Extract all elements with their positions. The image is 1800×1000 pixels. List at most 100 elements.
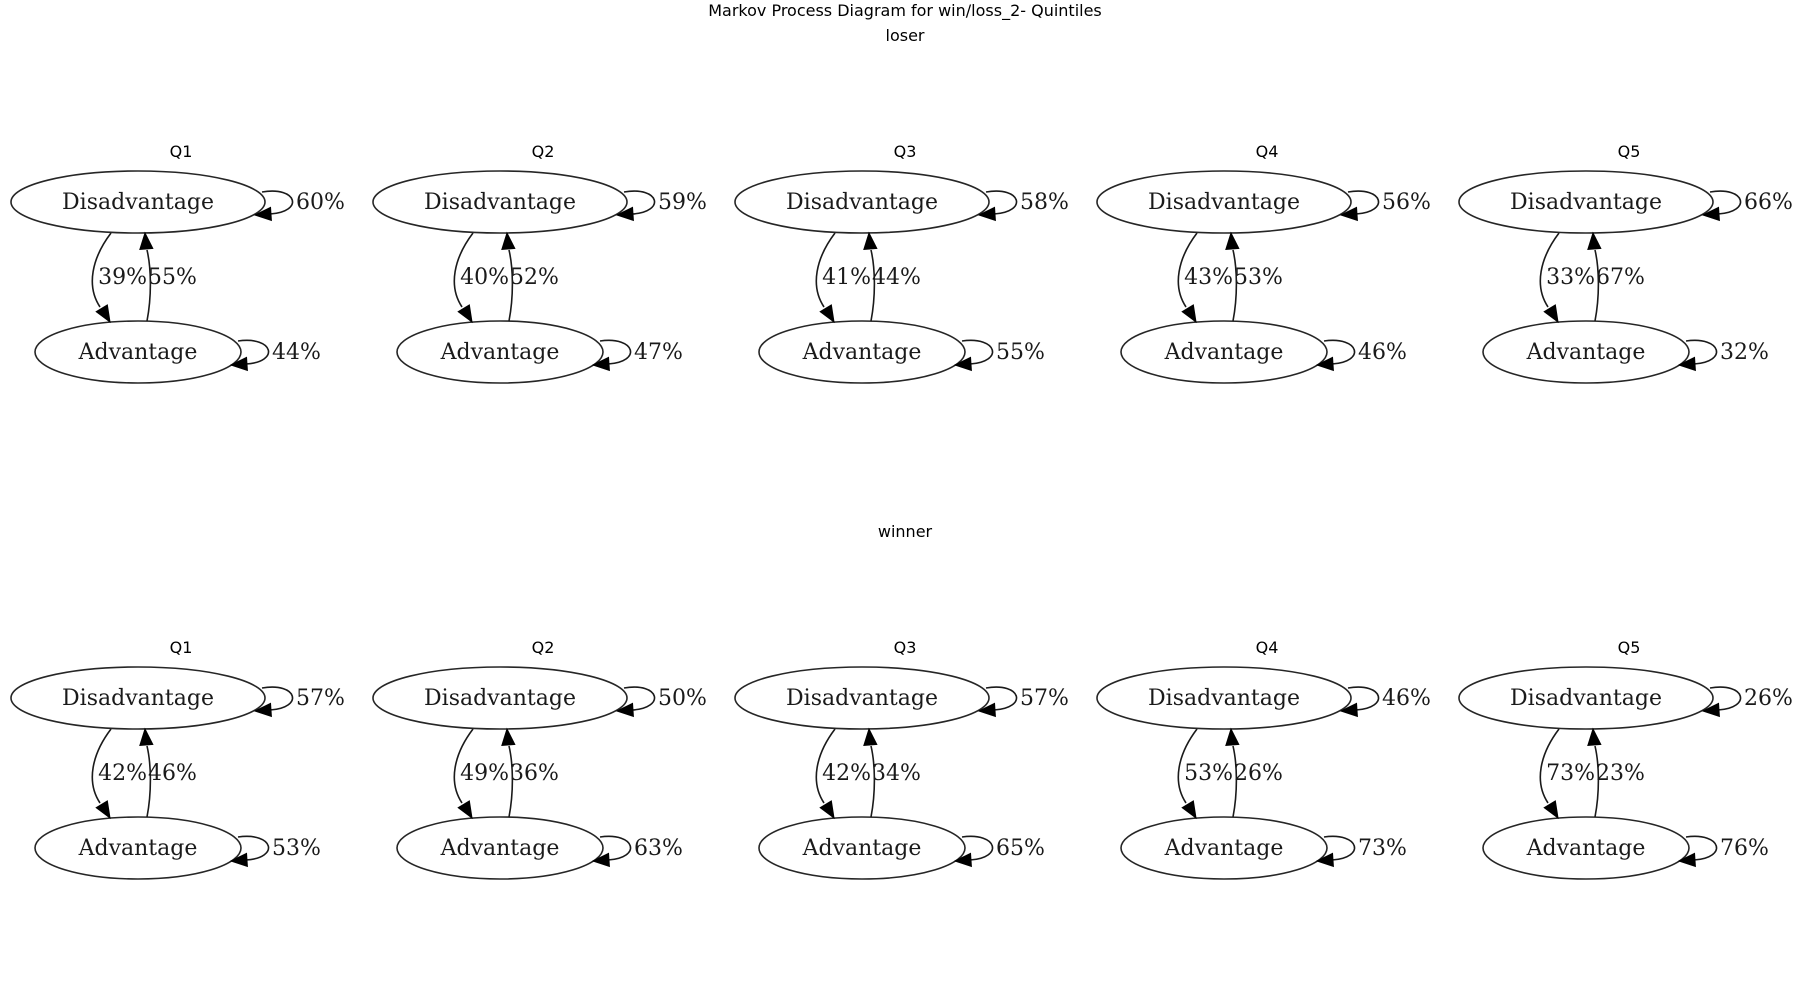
edge-label-disadvantage-to-advantage: 41% [822,265,871,290]
group-loser: loserQ1DisadvantageAdvantage60%39%55%44%… [10,26,1793,384]
edge-advantage-self-loop-arrowhead [591,356,610,372]
edge-label-disadvantage-to-advantage: 43% [1184,265,1233,290]
edge-label-advantage-to-disadvantage: 53% [1234,265,1283,290]
edge-disadvantage-self-loop-arrowhead [977,206,996,222]
edge-advantage-to-disadvantage-arrowhead [1587,727,1602,747]
edge-label-disadvantage-to-advantage: 73% [1546,761,1595,786]
edge-label-disadvantage-to-disadvantage: 58% [1020,190,1069,215]
edge-disadvantage-to-advantage [91,232,112,308]
edge-advantage-self-loop [961,835,994,861]
disadvantage-node-shape [10,666,266,730]
disadvantage-node-shape [10,170,266,234]
edge-label-advantage-to-disadvantage: 44% [872,265,921,290]
edge-label-disadvantage-to-advantage: 40% [460,265,509,290]
advantage-node: Advantage [758,320,966,384]
advantage-node-label: Advantage [78,340,198,365]
edge-disadvantage-self-loop-arrowhead [1339,702,1358,718]
quintile-label: Q4 [1256,638,1279,657]
advantage-node-shape [1120,320,1328,384]
edge-label-advantage-to-advantage: 46% [1358,340,1407,365]
edge-disadvantage-to-advantage [91,728,112,804]
advantage-node-shape [396,320,604,384]
disadvantage-node-shape [734,666,990,730]
edge-disadvantage-self-loop-arrowhead [1701,702,1720,718]
edge-disadvantage-to-advantage-arrowhead [819,304,835,324]
edge-disadvantage-to-advantage [1177,728,1198,804]
edge-advantage-self-loop-arrowhead [1677,852,1696,868]
edge-label-disadvantage-to-disadvantage: 60% [296,190,345,215]
quintile-label: Q4 [1256,142,1279,161]
edge-advantage-to-disadvantage-arrowhead [139,231,154,251]
advantage-node-label: Advantage [1164,340,1284,365]
edge-label-advantage-to-disadvantage: 52% [510,265,559,290]
advantage-node-label: Advantage [1526,340,1646,365]
disadvantage-node-label: Disadvantage [62,190,214,215]
disadvantage-node-label: Disadvantage [1148,686,1300,711]
edge-advantage-to-disadvantage [508,249,514,322]
edge-advantage-self-loop-arrowhead [591,852,610,868]
advantage-node: Advantage [396,816,604,880]
disadvantage-node: Disadvantage [10,666,266,730]
edge-label-disadvantage-to-advantage: 49% [460,761,509,786]
edge-label-advantage-to-disadvantage: 67% [1596,265,1645,290]
edge-label-advantage-to-disadvantage: 34% [872,761,921,786]
edge-disadvantage-self-loop-arrowhead [1701,206,1720,222]
edge-label-disadvantage-to-disadvantage: 46% [1382,686,1431,711]
edge-label-disadvantage-to-disadvantage: 56% [1382,190,1431,215]
edge-label-advantage-to-disadvantage: 55% [148,265,197,290]
advantage-node-shape [396,816,604,880]
edge-advantage-self-loop [961,339,994,365]
advantage-node-label: Advantage [1526,836,1646,861]
disadvantage-node: Disadvantage [372,170,628,234]
advantage-node: Advantage [34,320,242,384]
disadvantage-node: Disadvantage [734,170,990,234]
edge-advantage-to-disadvantage [1594,745,1600,818]
edge-label-disadvantage-to-disadvantage: 59% [658,190,707,215]
edge-label-disadvantage-to-advantage: 53% [1184,761,1233,786]
edge-disadvantage-self-loop-arrowhead [615,702,634,718]
edge-disadvantage-to-advantage-arrowhead [457,800,473,820]
groups-layer: loserQ1DisadvantageAdvantage60%39%55%44%… [10,26,1793,880]
edge-disadvantage-to-advantage [453,232,474,308]
edge-advantage-to-disadvantage [146,745,152,818]
disadvantage-node: Disadvantage [10,170,266,234]
advantage-node-shape [1482,320,1690,384]
advantage-node-shape [758,816,966,880]
advantage-node-shape [1482,816,1690,880]
disadvantage-node: Disadvantage [1096,666,1352,730]
quintile-label: Q3 [894,142,917,161]
edge-label-advantage-to-advantage: 55% [996,340,1045,365]
disadvantage-node-shape [1096,170,1352,234]
quintile-label: Q5 [1618,638,1641,657]
edge-disadvantage-self-loop [623,686,656,711]
edge-advantage-to-disadvantage [1232,249,1238,322]
advantage-node-label: Advantage [802,836,922,861]
disadvantage-node-shape [372,666,628,730]
group-winner: winnerQ1DisadvantageAdvantage57%42%46%53… [10,522,1793,880]
disadvantage-node-shape [734,170,990,234]
edge-disadvantage-self-loop [985,686,1018,711]
edge-advantage-to-disadvantage-arrowhead [1225,231,1240,251]
edge-advantage-self-loop [599,835,632,861]
edge-label-advantage-to-advantage: 53% [272,836,321,861]
edge-advantage-to-disadvantage [870,249,876,322]
edge-label-advantage-to-advantage: 47% [634,340,683,365]
edge-label-disadvantage-to-disadvantage: 57% [1020,686,1069,711]
edge-disadvantage-to-advantage-arrowhead [819,800,835,820]
disadvantage-node-shape [1096,666,1352,730]
edge-label-advantage-to-advantage: 76% [1720,836,1769,861]
advantage-node-shape [34,320,242,384]
figure-title: Markov Process Diagram for win/loss_2- Q… [708,1,1102,21]
edge-label-disadvantage-to-advantage: 42% [98,761,147,786]
edge-advantage-self-loop-arrowhead [953,852,972,868]
edge-label-advantage-to-advantage: 73% [1358,836,1407,861]
edge-advantage-self-loop-arrowhead [229,852,248,868]
advantage-node-shape [34,816,242,880]
quintile-label: Q1 [170,142,193,161]
edge-label-advantage-to-advantage: 65% [996,836,1045,861]
